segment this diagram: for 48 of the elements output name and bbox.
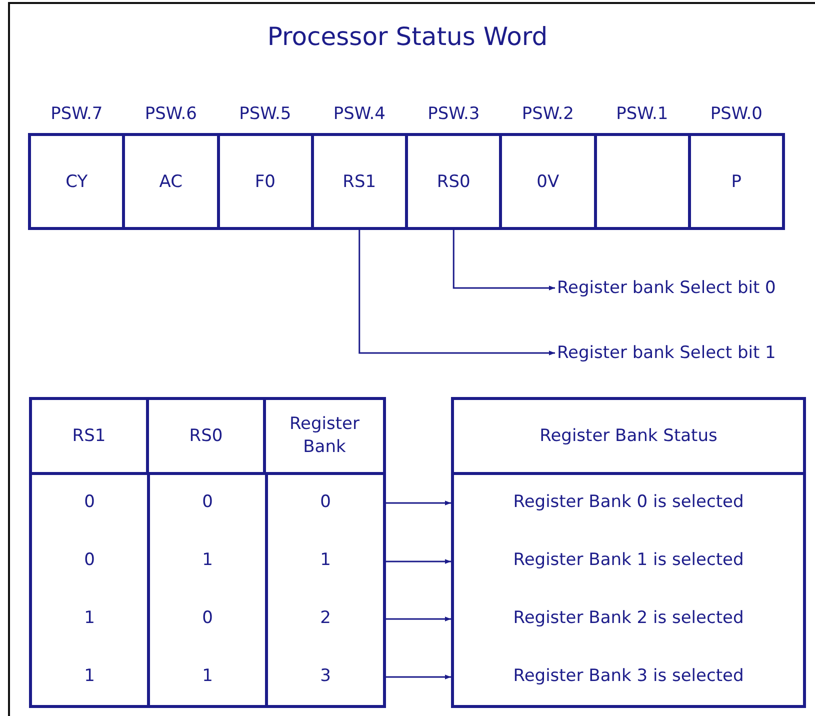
cell-text: Register Bank 3 is selected (513, 666, 744, 686)
bit-position-label: PSW.3 (426, 104, 481, 124)
flag-name: P (731, 172, 742, 192)
header-text: Register Bank Status (540, 426, 718, 446)
status-cell (451, 472, 806, 534)
status-cell (451, 646, 806, 708)
arrow (386, 500, 451, 506)
annotation-text: Register bank Select bit 0 (557, 275, 807, 301)
cell-value: 1 (320, 550, 331, 570)
cell-value: 0 (320, 492, 331, 512)
cell-value: 0 (202, 492, 213, 512)
bit-position-label: PSW.5 (238, 104, 292, 124)
header-text: RS0 (189, 426, 223, 446)
flag-name: CY (66, 172, 88, 192)
bit-position-label: PSW.2 (520, 104, 575, 124)
arrow (452, 230, 555, 290)
arrow (386, 616, 451, 622)
flag-name: F0 (254, 172, 276, 192)
cell-value: 0 (84, 492, 95, 512)
bit-position-label: PSW.6 (144, 104, 198, 124)
annotation-text: Register bank Select bit 1 (557, 340, 807, 366)
diagram-title: Processor Status Word (266, 22, 549, 51)
cell-text: Register Bank 0 is selected (513, 492, 744, 512)
header-text: RS1 (72, 426, 106, 446)
cell-value: 1 (84, 666, 95, 686)
flag-name: RS1 (342, 172, 376, 192)
flag-name: 0V (536, 172, 560, 192)
flag-name: RS0 (436, 172, 470, 192)
cell-value: 0 (202, 608, 213, 628)
header-text: Register Bank (288, 413, 360, 459)
cell-value: 2 (320, 608, 331, 628)
table-row (29, 646, 386, 708)
bit-position-label: PSW.1 (615, 104, 670, 124)
arrow (358, 230, 555, 356)
cell-text: Register Bank 2 is selected (513, 608, 744, 628)
arrow (386, 559, 451, 564)
bit-position-label: PSW.7 (50, 104, 104, 124)
bit-position-label: PSW.0 (709, 104, 764, 124)
bit-position-label: PSW.4 (332, 104, 386, 124)
flag-name: AC (159, 172, 182, 192)
cell-value: 1 (202, 550, 213, 570)
cell-value: 1 (202, 666, 213, 686)
cell-text: Register Bank 1 is selected (513, 550, 744, 570)
arrow (386, 674, 451, 680)
cell-value: 1 (84, 608, 95, 628)
cell-value: 0 (84, 550, 95, 570)
table-row (29, 472, 386, 534)
cell-value: 3 (320, 666, 331, 686)
